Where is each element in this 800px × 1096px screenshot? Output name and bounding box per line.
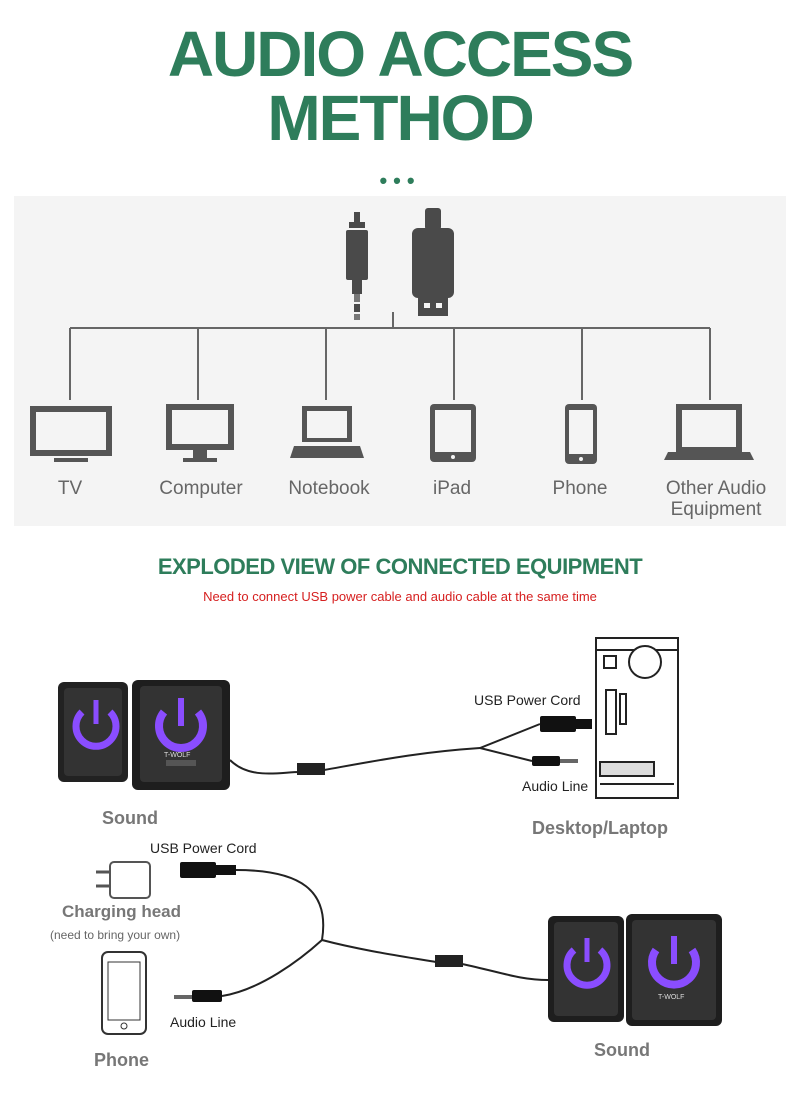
usb-plug-icon — [412, 208, 454, 316]
connection-tree — [69, 312, 711, 400]
audio-line-label: Audio Line — [170, 1014, 237, 1030]
device-label-notebook: Notebook — [288, 478, 370, 499]
audio-jack-icon — [532, 756, 578, 766]
usb-plug-icon — [540, 716, 592, 732]
title-line-1: AUDIO ACCESS — [167, 18, 634, 90]
desktop-tower-icon — [595, 637, 679, 799]
audio-line-label: Audio Line — [522, 778, 589, 794]
phone-icon — [565, 404, 597, 464]
charger-label: Charging head — [62, 902, 182, 921]
tablet-icon — [430, 404, 476, 462]
phone-label: Phone — [94, 1050, 150, 1070]
section-note: Need to connect USB power cable and audi… — [203, 589, 597, 604]
laptop-icon — [290, 406, 364, 458]
audio-jack-icon — [346, 212, 368, 320]
usb-cord-label: USB Power Cord — [150, 840, 257, 856]
page-title: AUDIO ACCESS METHOD — [0, 22, 800, 150]
section-title: EXPLODED VIEW OF CONNECTED EQUIPMENT — [157, 554, 643, 579]
cable-top — [229, 723, 541, 775]
phone-icon — [101, 951, 147, 1035]
title-line-2: METHOD — [267, 82, 534, 154]
device-label-phone: Phone — [552, 478, 608, 499]
speaker-brand: T-WOLF — [658, 994, 685, 1001]
device-label-tv: TV — [57, 478, 83, 499]
laptop-icon — [664, 404, 754, 460]
speaker-brand: T-WOLF — [164, 752, 191, 759]
monitor-icon — [166, 404, 234, 462]
speaker-label: Sound — [594, 1040, 650, 1060]
speaker-pair-top — [58, 680, 230, 790]
device-label-other: Other Audio Equipment — [665, 478, 767, 520]
usb-cord-label: USB Power Cord — [474, 692, 581, 708]
speaker-label: Sound — [102, 808, 158, 828]
cable-bottom — [221, 869, 549, 997]
audio-jack-icon — [174, 990, 222, 1002]
speaker-pair-bottom — [548, 914, 722, 1026]
connection-panel — [14, 196, 786, 526]
device-label-ipad: iPad — [432, 478, 472, 499]
charger-icon — [96, 861, 151, 899]
computer-label: Desktop/Laptop — [532, 818, 669, 838]
charger-hint: (need to bring your own) — [50, 928, 181, 942]
device-label-computer: Computer — [159, 478, 243, 499]
tv-icon — [30, 406, 112, 462]
usb-plug-icon — [180, 862, 236, 878]
dots-divider: ••• — [379, 168, 421, 193]
